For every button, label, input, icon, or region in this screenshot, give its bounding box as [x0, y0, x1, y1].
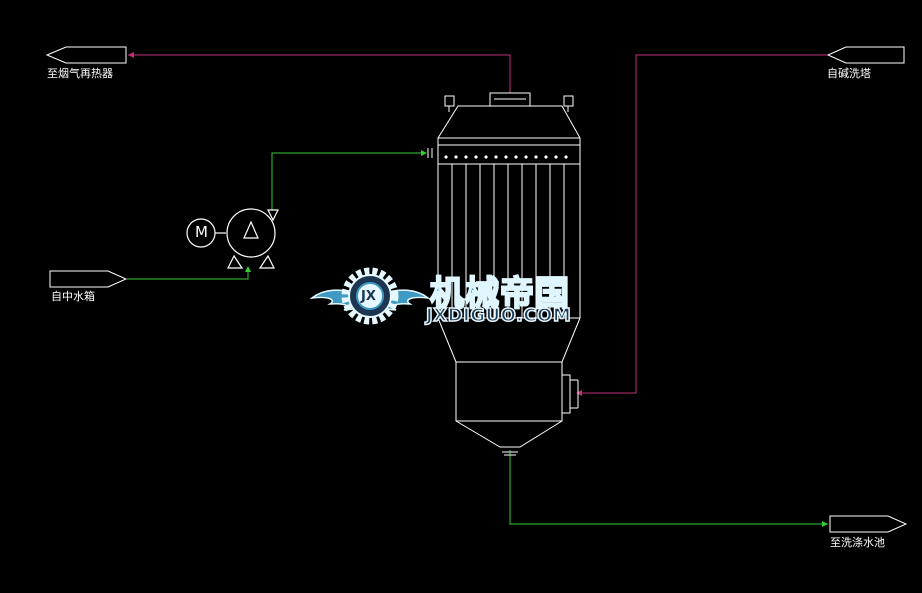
flue-gas-outlet-pipe	[128, 54, 511, 93]
watermark-chinese: 机械帝国	[429, 273, 570, 315]
caustic-inlet-label: 自碱洗塔	[827, 67, 871, 80]
water-inlet-label: 自中水箱	[51, 290, 95, 303]
watermark-emblem	[309, 267, 431, 325]
water-inlet-flag	[49, 270, 128, 288]
spray-nozzles	[444, 155, 568, 159]
wash-outlet-label: 至洗涤水池	[830, 536, 885, 549]
pump-symbol	[226, 208, 276, 258]
watermark-english: JXDIGUO.COM	[425, 304, 572, 327]
caustic-inlet-pipe	[578, 54, 827, 394]
wash-water-outlet-pipe	[509, 450, 828, 525]
scrubber-vessel	[427, 92, 581, 456]
watermark-emblem-text: JX	[361, 289, 376, 304]
flue-outlet-flag	[45, 46, 127, 64]
caustic-inlet-flag	[826, 46, 905, 64]
flue-outlet-label: 至烟气再热器	[47, 67, 113, 80]
pump-discharge-pipe	[271, 152, 426, 210]
motor-label: M	[195, 223, 208, 241]
wash-outlet-flag	[829, 515, 908, 533]
water-feed-pipe	[127, 270, 249, 280]
